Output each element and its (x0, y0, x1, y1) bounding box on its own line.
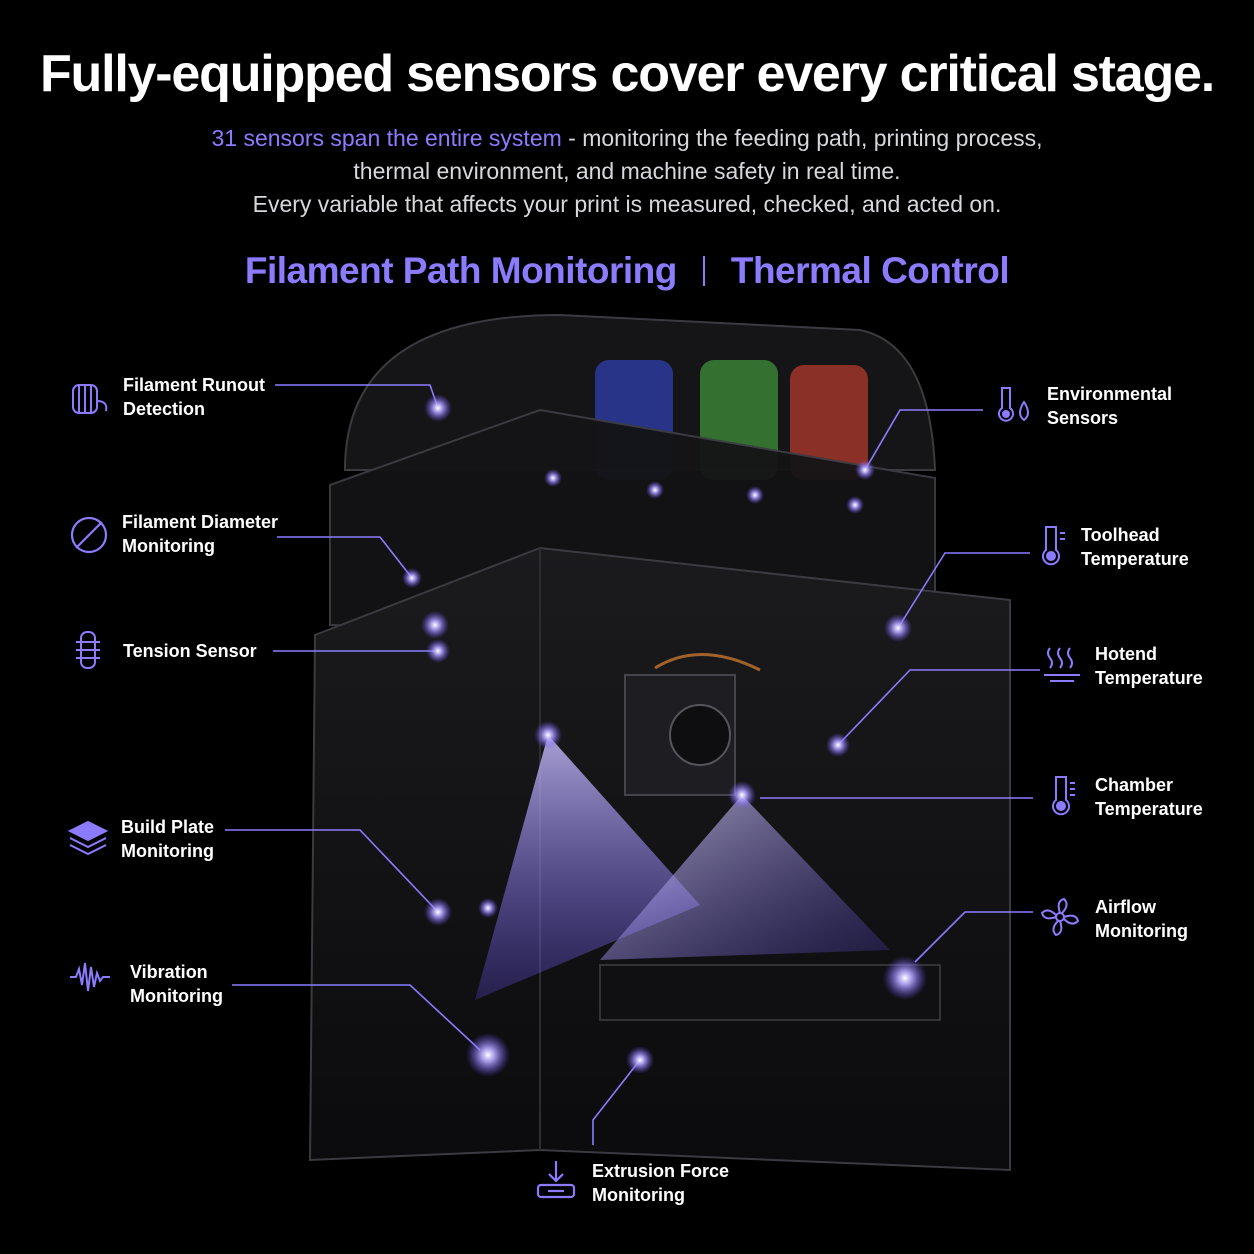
sensor-label-filament-diameter: Filament Diameter Monitoring (122, 510, 278, 558)
layers-icon (67, 820, 109, 856)
label-line: Toolhead (1081, 525, 1160, 545)
label-line: Chamber (1095, 775, 1174, 795)
red-filament-spool (790, 365, 868, 480)
page-title: Fully-equipped sensors cover every criti… (39, 45, 1215, 103)
label-line: Build Plate (121, 817, 215, 837)
intro-line-2: thermal environment, and machine safety … (353, 158, 901, 184)
waveform-icon (70, 962, 110, 992)
label-line: Monitoring (130, 986, 223, 1006)
sensor-label-filament-runout: Filament Runout Detection (123, 373, 265, 421)
label-line: Temperature (1095, 799, 1203, 819)
intro-line-1: 31 sensors span the entire system - moni… (0, 125, 1254, 152)
subheading-thermal-control: Thermal Control (730, 250, 1010, 291)
label-line: Filament Runout (123, 375, 265, 395)
intro-line-1-rest: - monitoring the feeding path, printing … (561, 125, 1043, 151)
sensor-count-highlight: 31 sensors span the entire system (211, 125, 562, 151)
leader-lines (225, 384, 1040, 1145)
subheading-divider (702, 256, 705, 286)
diameter-icon (70, 516, 108, 554)
label-line: Environmental (1047, 384, 1173, 404)
sensor-label-build-plate: Build Plate Monitoring (121, 815, 214, 863)
sensor-label-tension: Tension Sensor (123, 639, 257, 663)
sensor-label-chamber: Chamber Temperature (1095, 773, 1203, 821)
tension-icon (76, 631, 100, 669)
heat-icon (1044, 647, 1080, 682)
sensor-label-toolhead: Toolhead Temperature (1081, 523, 1189, 571)
sensor-label-vibration: Vibration Monitoring (130, 960, 223, 1008)
printer-body (308, 546, 1011, 1172)
label-line: Extrusion Force (592, 1161, 730, 1181)
label-line: Temperature (1095, 668, 1203, 688)
intro-line-3: Every variable that affects your print i… (252, 191, 1002, 217)
spool-icon (72, 384, 108, 414)
label-line: Temperature (1081, 549, 1189, 569)
label-line: Hotend (1095, 644, 1157, 664)
subheading-filament-path: Filament Path Monitoring (244, 250, 677, 291)
sensor-label-environmental: Environmental Sensors (1047, 382, 1172, 430)
label-line: Airflow (1095, 897, 1156, 917)
thermometer-drop-icon (998, 387, 1029, 422)
sensor-label-hotend: Hotend Temperature (1095, 642, 1203, 690)
label-line: Monitoring (1095, 921, 1188, 941)
thermometer-icon (1052, 776, 1075, 816)
label-line: Monitoring (592, 1185, 685, 1205)
label-line: Detection (123, 399, 206, 419)
sensor-label-airflow: Airflow Monitoring (1095, 895, 1188, 943)
label-line: Monitoring (122, 536, 215, 556)
label-line: Vibration (130, 962, 208, 982)
thermometer-icon (1042, 526, 1065, 566)
label-line: Tension Sensor (123, 641, 257, 661)
camera-beam-left (475, 735, 700, 1000)
camera-beam-right (600, 795, 890, 960)
sensor-label-extrusion-force: Extrusion Force Monitoring (592, 1159, 729, 1207)
section-subheadings: Filament Path Monitoring Thermal Control (0, 250, 1254, 292)
label-line: Sensors (1047, 408, 1119, 428)
label-line: Monitoring (121, 841, 214, 861)
build-plate (599, 964, 941, 1021)
sensor-glows (402, 394, 927, 1077)
fan-icon (1040, 897, 1080, 937)
label-line: Filament Diameter (122, 512, 279, 532)
force-down-icon (536, 1161, 576, 1199)
